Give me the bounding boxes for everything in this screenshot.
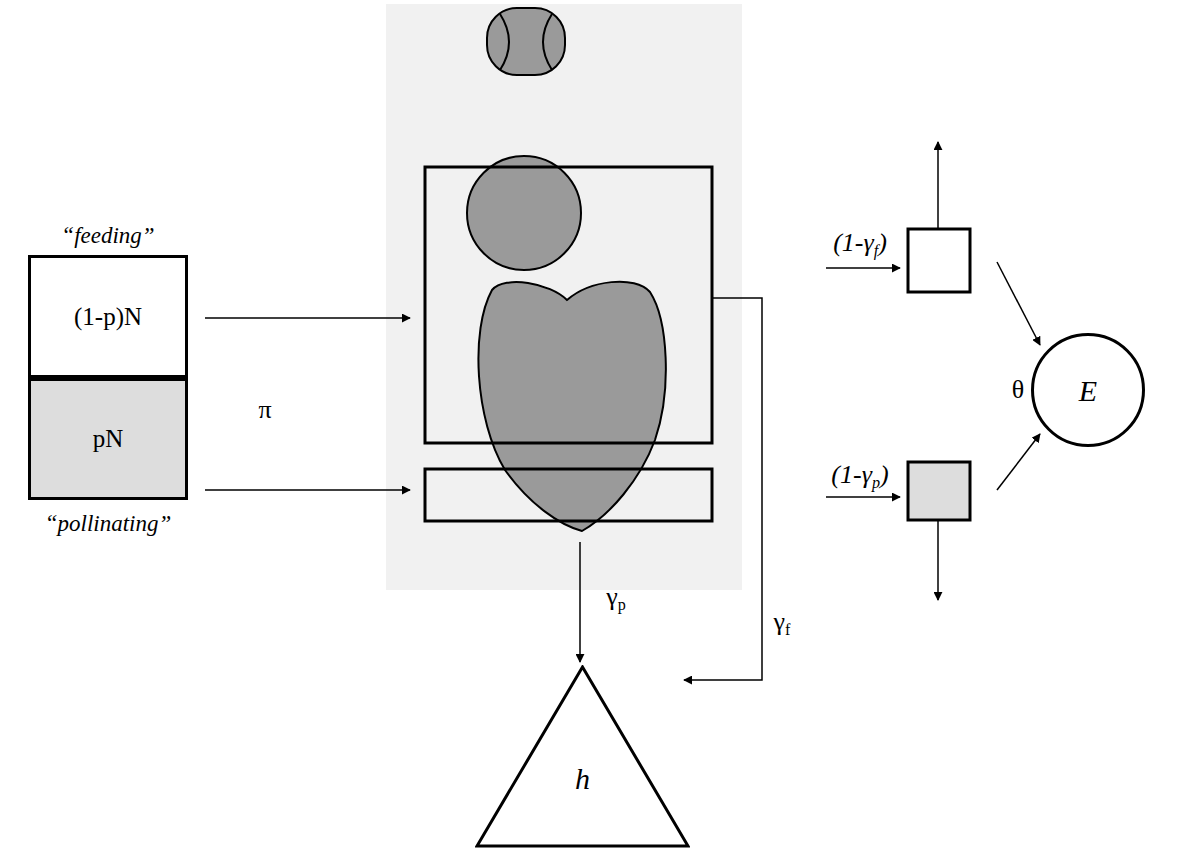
arrow [205,489,410,491]
arrow [684,298,762,680]
node-text: (1-p)N [74,303,142,331]
arrow [937,520,939,600]
rate-symbol: γp [606,583,626,612]
triangle-outline [475,665,690,848]
node-text: E [1079,374,1097,407]
arrow [579,542,581,662]
arrow [997,434,1040,490]
arrow [937,142,939,229]
arrow [826,267,900,269]
node-heading: “feeding” [61,223,154,248]
rate-symbol: (1-γf) [833,229,887,258]
rate-symbol: π [258,396,271,425]
population-box: pN“pollinating” [28,378,188,500]
triangle-shape [477,667,688,846]
bee-thorax [467,156,581,270]
population-box: “feeding”(1-p)N [28,255,188,378]
node-text: h [575,762,590,795]
figure-panel [386,4,742,590]
rate-symbol: γf [774,608,791,637]
loss-box [908,229,970,292]
node-heading: “pollinating” [45,511,172,536]
feeding-region-box [425,167,712,443]
bee-abdomen [478,282,665,531]
arrow [826,496,900,498]
bee-eye [500,14,509,70]
arrow [997,262,1040,345]
rate-symbol: (1-γp) [831,461,888,490]
pollinating-region-box [425,469,712,521]
loss-box [908,462,970,520]
circle-node: E [1031,333,1145,447]
arrow [205,317,410,319]
rate-symbol: θ [1012,376,1024,405]
node-text: pN [93,425,124,453]
bee-head [487,8,565,75]
bee-eye [543,14,552,70]
triangle-node: h [475,665,690,848]
